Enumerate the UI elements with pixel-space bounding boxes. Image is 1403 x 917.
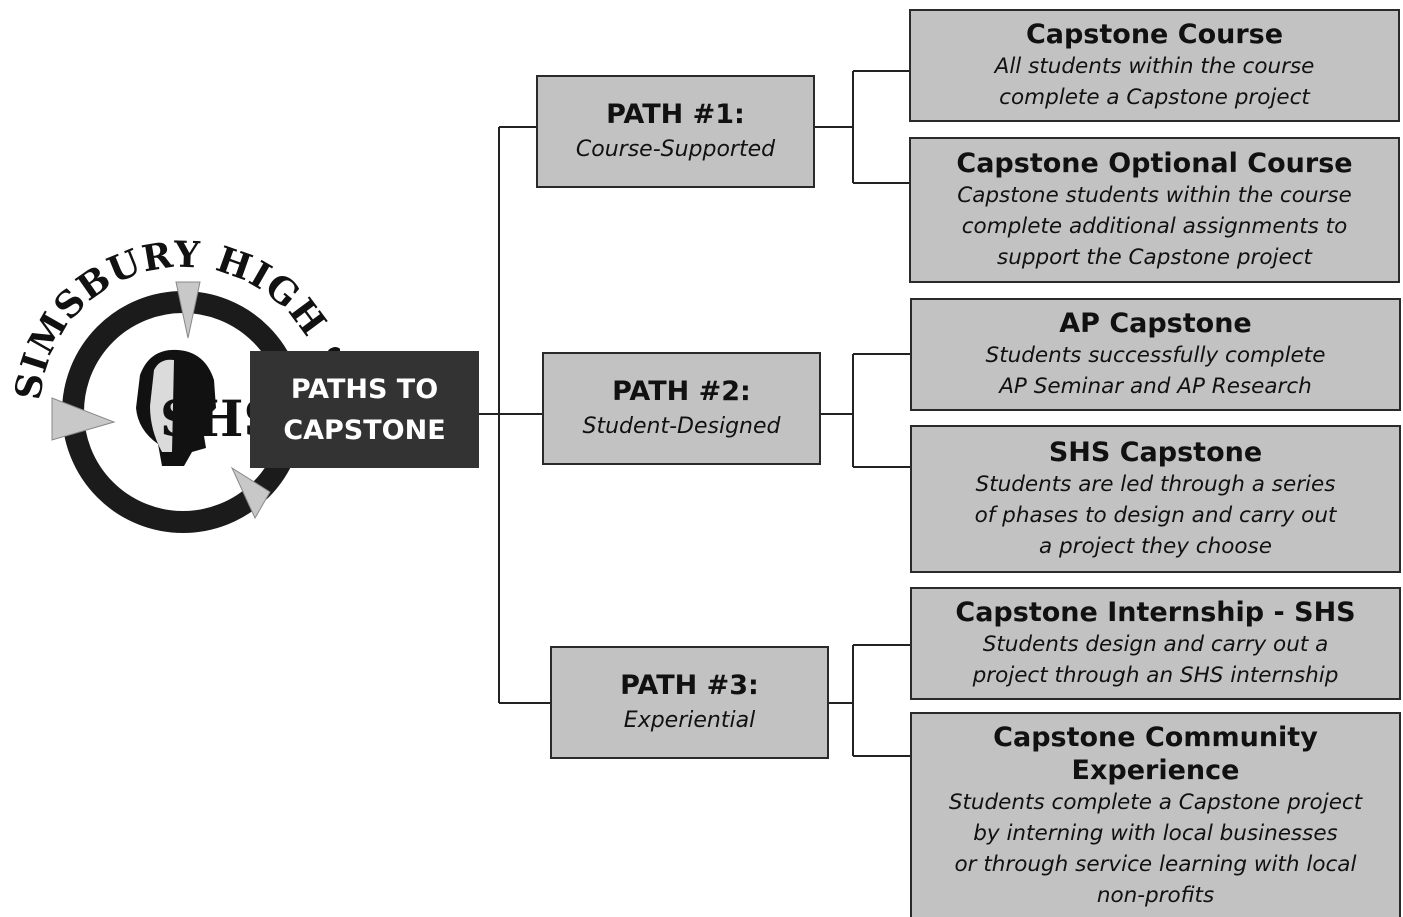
root-title-line-2: CAPSTONE [283,414,446,446]
option-title-line: Capstone Community [993,721,1318,753]
option-title: AP Capstone [1059,308,1252,339]
option-desc-line: Capstone students within the course [957,183,1352,208]
option-desc-line: support the Capstone project [997,245,1312,270]
option-title-line: Experience [1071,754,1240,786]
ring-arrow-left [51,397,116,441]
option-title: SHS Capstone [1048,437,1263,468]
option-desc-line: Students are led through a series [975,472,1336,497]
option-desc-line: complete additional assignments to [961,214,1348,239]
option-desc-line: project through an SHS internship [972,663,1339,688]
path-3-subtitle: Experiential [623,707,756,733]
path-1-box: PATH #1: Course-Supported [536,75,815,188]
option-capstone-course: Capstone Course All students within the … [909,9,1400,122]
option-capstone-community-experience: Capstone Community Experience Students c… [910,712,1401,917]
school-logo: SIMSBURY HIGH SCHOOL SHS [0,230,340,533]
option-capstone-optional-course: Capstone Optional Course Capstone studen… [909,137,1400,283]
option-desc-line: complete a Capstone project [999,85,1310,110]
option-desc-line: Students successfully complete [985,343,1326,368]
root-title-line-1: PATHS TO [290,373,439,405]
option-title: Capstone Optional Course [956,148,1353,179]
option-desc-line: of phases to design and carry out [974,503,1337,528]
option-title: Capstone Internship - SHS [955,597,1356,628]
root-node: PATHS TO CAPSTONE [250,351,479,468]
path-2-subtitle: Student-Designed [582,413,781,439]
option-desc-line: Students complete a Capstone project [948,789,1363,815]
ring-arrow-top [175,281,201,339]
option-desc-line: by interning with local businesses [973,820,1338,846]
path-2-title: PATH #2: [612,375,751,407]
option-title: Capstone Course [1025,19,1284,50]
option-desc-line: a project they choose [1039,534,1272,559]
option-shs-capstone: SHS Capstone Students are led through a … [910,425,1401,573]
option-capstone-internship-shs: Capstone Internship - SHS Students desig… [910,587,1401,700]
path-3-box: PATH #3: Experiential [550,646,829,759]
option-desc-line: AP Seminar and AP Research [999,374,1312,399]
path-1-title: PATH #1: [606,98,745,130]
option-desc-line: or through service learning with local [954,851,1357,877]
option-desc-line: Students design and carry out a [982,632,1329,657]
path-2-box: PATH #2: Student-Designed [542,352,821,465]
ring-arrow-bottom [230,466,271,520]
option-desc-line: All students within the course [994,54,1315,79]
path-3-title: PATH #3: [620,669,759,701]
path-1-subtitle: Course-Supported [575,136,776,162]
option-desc-line: non-profits [1096,882,1215,908]
option-ap-capstone: AP Capstone Students successfully comple… [910,298,1401,411]
